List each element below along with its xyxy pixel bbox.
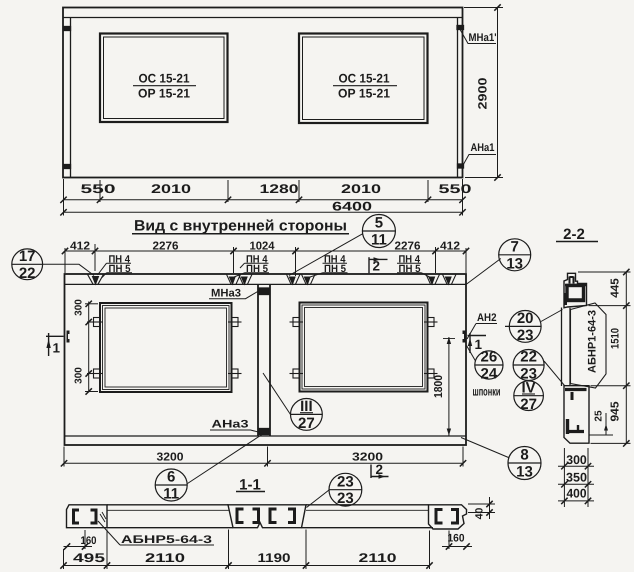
svg-text:шпонки: шпонки xyxy=(473,385,501,399)
svg-text:АБНР1-64-3: АБНР1-64-3 xyxy=(587,310,599,373)
svg-text:2110: 2110 xyxy=(145,551,185,565)
svg-text:1: 1 xyxy=(475,337,483,352)
svg-text:ПН 4: ПН 4 xyxy=(324,253,346,265)
svg-text:1800: 1800 xyxy=(433,375,445,398)
svg-text:2276: 2276 xyxy=(395,241,421,253)
svg-text:2010: 2010 xyxy=(151,182,191,196)
svg-text:3200: 3200 xyxy=(157,452,184,464)
svg-text:ОР 15-21: ОР 15-21 xyxy=(138,87,190,101)
svg-text:ОР 15-21: ОР 15-21 xyxy=(338,87,390,101)
svg-text:350: 350 xyxy=(566,471,587,485)
svg-text:МНа1': МНа1' xyxy=(469,32,497,44)
svg-text:160: 160 xyxy=(448,533,465,545)
svg-text:23: 23 xyxy=(337,490,354,507)
svg-text:Вид с внутренней стороны: Вид с внутренней стороны xyxy=(134,218,347,235)
svg-text:22: 22 xyxy=(520,349,537,366)
svg-text:17: 17 xyxy=(19,248,36,265)
svg-text:1024: 1024 xyxy=(250,241,276,253)
svg-text:1190: 1190 xyxy=(258,551,291,565)
svg-text:445: 445 xyxy=(610,278,622,298)
svg-text:1280: 1280 xyxy=(260,182,299,196)
svg-text:1-1: 1-1 xyxy=(239,477,261,494)
svg-text:11: 11 xyxy=(163,486,179,503)
svg-text:11: 11 xyxy=(371,232,387,249)
svg-text:6400: 6400 xyxy=(332,200,372,214)
svg-text:2-2: 2-2 xyxy=(563,226,585,243)
svg-text:МНа3: МНа3 xyxy=(211,288,241,300)
svg-text:1510: 1510 xyxy=(610,328,622,349)
svg-text:412: 412 xyxy=(70,241,90,253)
svg-text:27: 27 xyxy=(298,415,315,432)
svg-text:23: 23 xyxy=(517,327,534,344)
svg-text:ПН 4: ПН 4 xyxy=(109,253,131,265)
svg-text:АНа1: АНа1 xyxy=(471,142,495,154)
svg-text:ОС 15-21: ОС 15-21 xyxy=(139,72,190,86)
svg-text:7: 7 xyxy=(511,239,519,256)
svg-text:300: 300 xyxy=(74,299,85,316)
svg-text:23: 23 xyxy=(520,366,537,383)
svg-text:300: 300 xyxy=(74,367,85,384)
svg-text:АН2: АН2 xyxy=(477,312,497,324)
svg-text:22: 22 xyxy=(19,265,36,282)
svg-text:ПН 5: ПН 5 xyxy=(246,263,268,275)
svg-text:2900: 2900 xyxy=(476,77,490,109)
svg-text:3200: 3200 xyxy=(352,452,383,464)
svg-text:ПН 4: ПН 4 xyxy=(246,253,268,265)
svg-text:2: 2 xyxy=(373,259,381,274)
svg-text:20: 20 xyxy=(517,310,534,327)
svg-text:550: 550 xyxy=(81,182,116,196)
svg-text:1: 1 xyxy=(53,341,61,356)
svg-text:2: 2 xyxy=(376,462,384,477)
svg-text:ОС 15-21: ОС 15-21 xyxy=(339,72,390,86)
svg-text:550: 550 xyxy=(439,182,472,196)
svg-text:8: 8 xyxy=(520,447,528,464)
svg-text:24: 24 xyxy=(481,366,498,383)
svg-text:ПН 5: ПН 5 xyxy=(324,263,346,275)
svg-text:945: 945 xyxy=(610,401,622,422)
svg-text:25: 25 xyxy=(594,410,605,422)
svg-text:АНа3: АНа3 xyxy=(212,419,249,431)
svg-text:ПН 4: ПН 4 xyxy=(399,253,421,265)
svg-text:IV: IV xyxy=(522,379,536,396)
svg-text:27: 27 xyxy=(520,396,537,413)
svg-text:13: 13 xyxy=(516,464,533,481)
svg-text:300: 300 xyxy=(566,453,587,467)
svg-text:АБНР5-64-3: АБНР5-64-3 xyxy=(121,534,212,546)
svg-text:495: 495 xyxy=(73,551,105,565)
svg-text:6: 6 xyxy=(167,469,175,486)
svg-text:400: 400 xyxy=(567,487,587,501)
svg-text:160: 160 xyxy=(81,535,97,547)
svg-text:2110: 2110 xyxy=(359,551,397,565)
svg-text:2010: 2010 xyxy=(341,182,381,196)
svg-text:5: 5 xyxy=(375,215,383,232)
svg-text:40: 40 xyxy=(474,508,486,520)
svg-text:III: III xyxy=(300,398,313,415)
svg-text:ПН 5: ПН 5 xyxy=(109,263,131,275)
svg-text:23: 23 xyxy=(337,473,354,490)
svg-text:412: 412 xyxy=(440,241,460,253)
svg-text:2276: 2276 xyxy=(153,241,179,253)
svg-text:26: 26 xyxy=(481,349,498,366)
svg-text:ПН 5: ПН 5 xyxy=(399,263,421,275)
svg-text:13: 13 xyxy=(506,255,523,272)
